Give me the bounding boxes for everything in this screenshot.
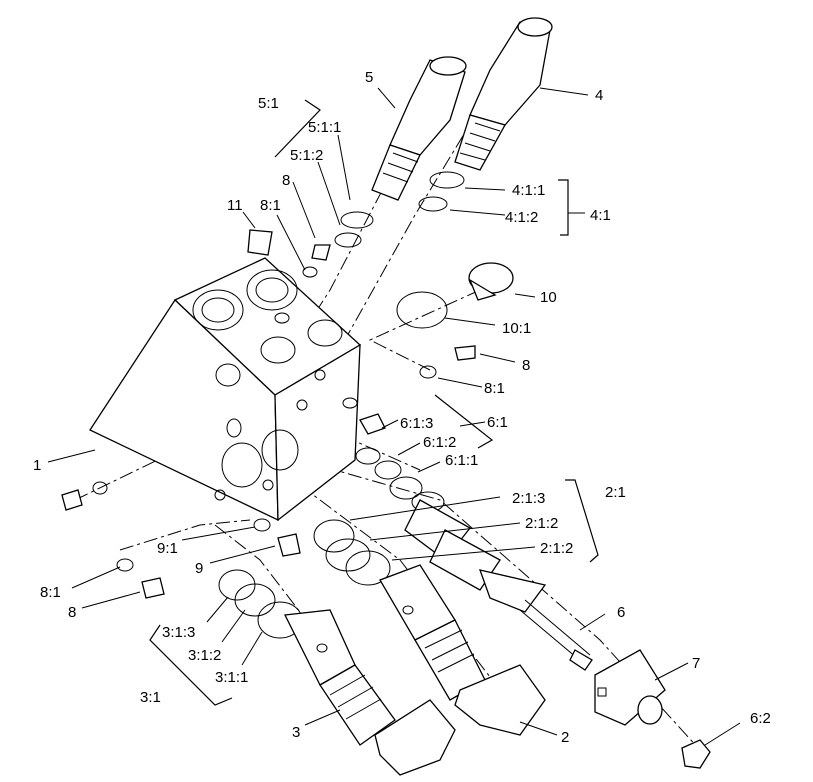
label-3-1-1: 3:1:1: [215, 669, 248, 686]
label-6: 6: [617, 604, 625, 621]
label-5-1-1: 5:1:1: [308, 119, 341, 136]
label-8-left: 8: [68, 604, 76, 621]
label-9-1: 9:1: [157, 540, 178, 557]
label-5: 5: [365, 69, 373, 86]
label-3: 3: [292, 724, 300, 741]
label-8-1-top: 8:1: [260, 197, 281, 214]
label-4: 4: [595, 87, 603, 104]
label-2-1: 2:1: [605, 484, 626, 501]
label-6-1-2: 6:1:2: [423, 434, 456, 451]
label-4-1: 4:1: [590, 207, 611, 224]
label-4-1-1: 4:1:1: [512, 182, 545, 199]
label-2-1-3: 2:1:3: [512, 490, 545, 507]
leader-lines: [47, 87, 741, 746]
cartridge-2: [379, 564, 546, 736]
cartridge-4: [454, 17, 553, 171]
label-6-1-1: 6:1:1: [445, 452, 478, 469]
label-5-1-2: 5:1:2: [290, 147, 323, 164]
label-3-1-2: 3:1:2: [188, 647, 221, 664]
label-10: 10: [540, 289, 557, 306]
cartridge-6: [404, 499, 593, 671]
label-10-1: 10:1: [502, 320, 531, 337]
cartridge-3: [284, 609, 456, 776]
fittings: [61, 229, 514, 599]
label-8-right: 8: [522, 357, 530, 374]
label-6-1: 6:1: [487, 414, 508, 431]
label-3-1-3: 3:1:3: [162, 624, 195, 641]
label-4-1-2: 4:1:2: [505, 209, 538, 226]
label-2-1-2a: 2:1:2: [525, 515, 558, 532]
label-2-1-2b: 2:1:2: [540, 540, 573, 557]
label-2: 2: [561, 729, 569, 746]
o-rings-upper: [302, 171, 465, 379]
label-11: 11: [227, 197, 243, 214]
o-rings-mid: [218, 447, 445, 639]
label-6-1-3: 6:1:3: [400, 415, 433, 432]
part-labels: 5 4 5:1 5:1:1 5:1:2 8 11 8:1 4:1:1 4:1:2…: [33, 69, 771, 746]
label-8-1-left: 8:1: [40, 584, 61, 601]
coil-7: [594, 649, 711, 769]
label-6-2: 6:2: [750, 710, 771, 727]
label-8-1-right: 8:1: [484, 380, 505, 397]
label-8-top: 8: [282, 172, 290, 189]
label-1: 1: [33, 457, 41, 474]
label-7: 7: [692, 655, 700, 672]
valve-block: [89, 257, 362, 522]
brackets: [149, 99, 599, 706]
label-9: 9: [195, 560, 203, 577]
cartridge-5: [371, 56, 467, 201]
label-3-1: 3:1: [140, 689, 161, 706]
label-5-1: 5:1: [258, 95, 279, 112]
